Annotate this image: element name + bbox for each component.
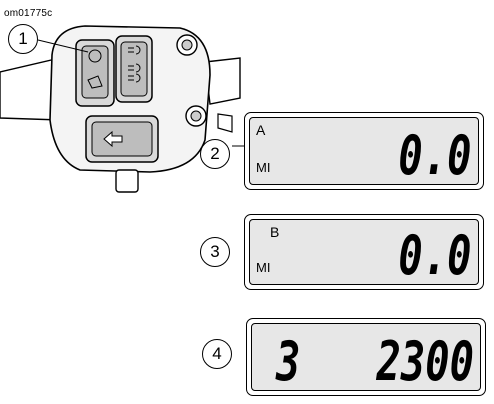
gear-indicator: 3 (276, 330, 301, 393)
range-value: 2300 (376, 330, 474, 393)
left-turn-arrow-icon (103, 130, 123, 148)
headlamp-button (115, 35, 153, 103)
callout-2: 2 (200, 139, 230, 169)
callout-3: 3 (200, 237, 230, 267)
trip-a-label: A (256, 122, 266, 138)
horn-icon (87, 75, 103, 89)
turn-signal-button (85, 115, 159, 163)
trip-a-value: 0.0 (398, 124, 472, 187)
headlamp-high-low-icon (128, 45, 141, 55)
horn-button (75, 39, 115, 107)
gear-range-display: 3 2300 (246, 318, 486, 396)
trip-b-display: B MI 0.0 (244, 214, 484, 290)
screw-icon (176, 34, 198, 56)
trip-a-display: A MI 0.0 (244, 112, 484, 190)
figure-id: om01775c (4, 8, 53, 19)
trip-b-value: 0.0 (398, 224, 472, 287)
callout-1: 1 (8, 24, 38, 54)
trip-b-label: B (270, 224, 280, 240)
trip-b-unit: MI (256, 260, 271, 275)
trip-a-unit: MI (256, 160, 271, 175)
callout-4: 4 (202, 339, 232, 369)
